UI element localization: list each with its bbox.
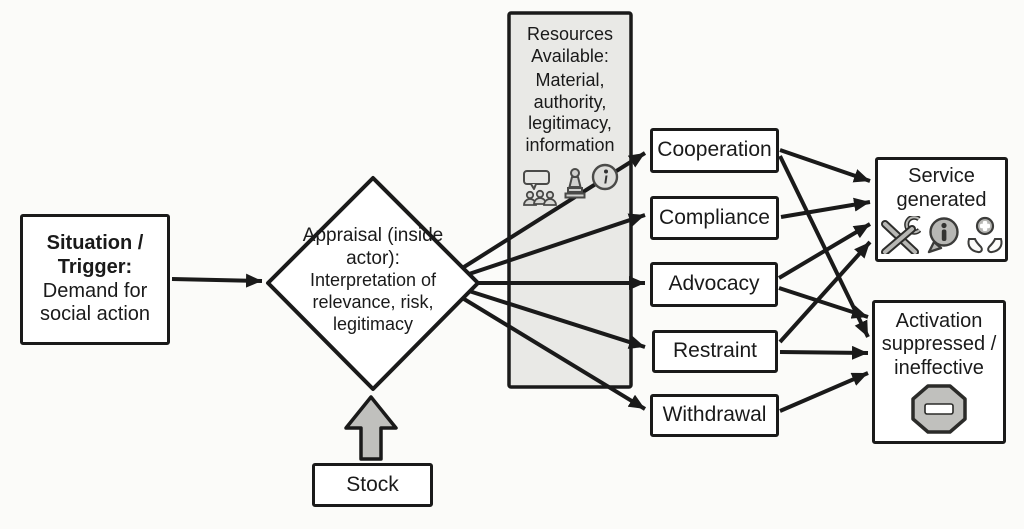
appraisal-diamond-shape xyxy=(266,176,480,391)
group-discussion-icon xyxy=(521,169,559,207)
resources-panel: Resources Available: Material, authority… xyxy=(513,24,627,207)
response-label: Cooperation xyxy=(657,138,772,162)
appraisal-text: Appraisal (inside actor): Interpretation… xyxy=(283,224,463,336)
response-label: Withdrawal xyxy=(662,403,767,427)
edge-restraint-activation xyxy=(779,345,869,360)
edge-compliance-service xyxy=(780,197,871,219)
no-entry-octagon-icon xyxy=(910,384,968,435)
situation-trigger-title: Situation / Trigger: xyxy=(46,232,144,278)
stock-label: Stock xyxy=(346,472,399,496)
activation-icons xyxy=(910,384,968,435)
hands-holding-plus-icon xyxy=(965,216,1005,254)
stock-up-arrow xyxy=(344,395,398,461)
appraisal-title: Appraisal (inside actor): xyxy=(302,225,444,270)
situation-trigger-box: Situation / Trigger: Demand for social a… xyxy=(20,214,170,345)
edge-appraisal-restraint xyxy=(468,289,646,349)
response-label: Restraint xyxy=(672,339,758,363)
resources-icons xyxy=(513,163,627,207)
edge-restraint-service xyxy=(778,240,872,344)
response-box-withdrawal: Withdrawal xyxy=(650,394,779,437)
edge-trigger-appraisal xyxy=(171,273,263,288)
outcome-box-activation-suppressed: Activation suppressed / ineffective xyxy=(872,300,1006,444)
resources-body: Material, authority, legitimacy, informa… xyxy=(525,70,615,155)
information-icon xyxy=(591,163,619,191)
outcome-label: Service generated xyxy=(896,164,987,211)
edge-advocacy-activation xyxy=(778,286,869,319)
response-box-restraint: Restraint xyxy=(652,330,778,373)
edge-withdrawal-activation xyxy=(779,371,869,413)
outcome-label: Activation suppressed / ineffective xyxy=(881,309,997,379)
response-box-advocacy: Advocacy xyxy=(650,262,778,307)
outcome-box-service-generated: Service generated xyxy=(875,157,1008,262)
edge-appraisal-withdrawal xyxy=(462,297,647,411)
info-speech-bubble-icon xyxy=(924,216,962,254)
stock-box: Stock xyxy=(312,463,433,507)
response-box-cooperation: Cooperation xyxy=(650,128,779,173)
appraisal-body: Interpretation of relevance, risk, legit… xyxy=(309,270,437,335)
crossed-tools-icon xyxy=(879,216,921,255)
response-label: Compliance xyxy=(659,205,770,229)
edge-cooperation-activation xyxy=(778,155,870,338)
edge-appraisal-compliance xyxy=(468,213,646,276)
resources-title: Resources Available: xyxy=(526,24,614,66)
edge-cooperation-service xyxy=(779,148,871,183)
response-box-compliance: Compliance xyxy=(650,196,779,240)
authority-figure-icon xyxy=(564,167,586,199)
situation-trigger-body: Demand for social action xyxy=(39,279,151,326)
response-label: Advocacy xyxy=(668,272,760,296)
edge-advocacy-service xyxy=(777,222,872,280)
service-icons xyxy=(879,216,1005,255)
